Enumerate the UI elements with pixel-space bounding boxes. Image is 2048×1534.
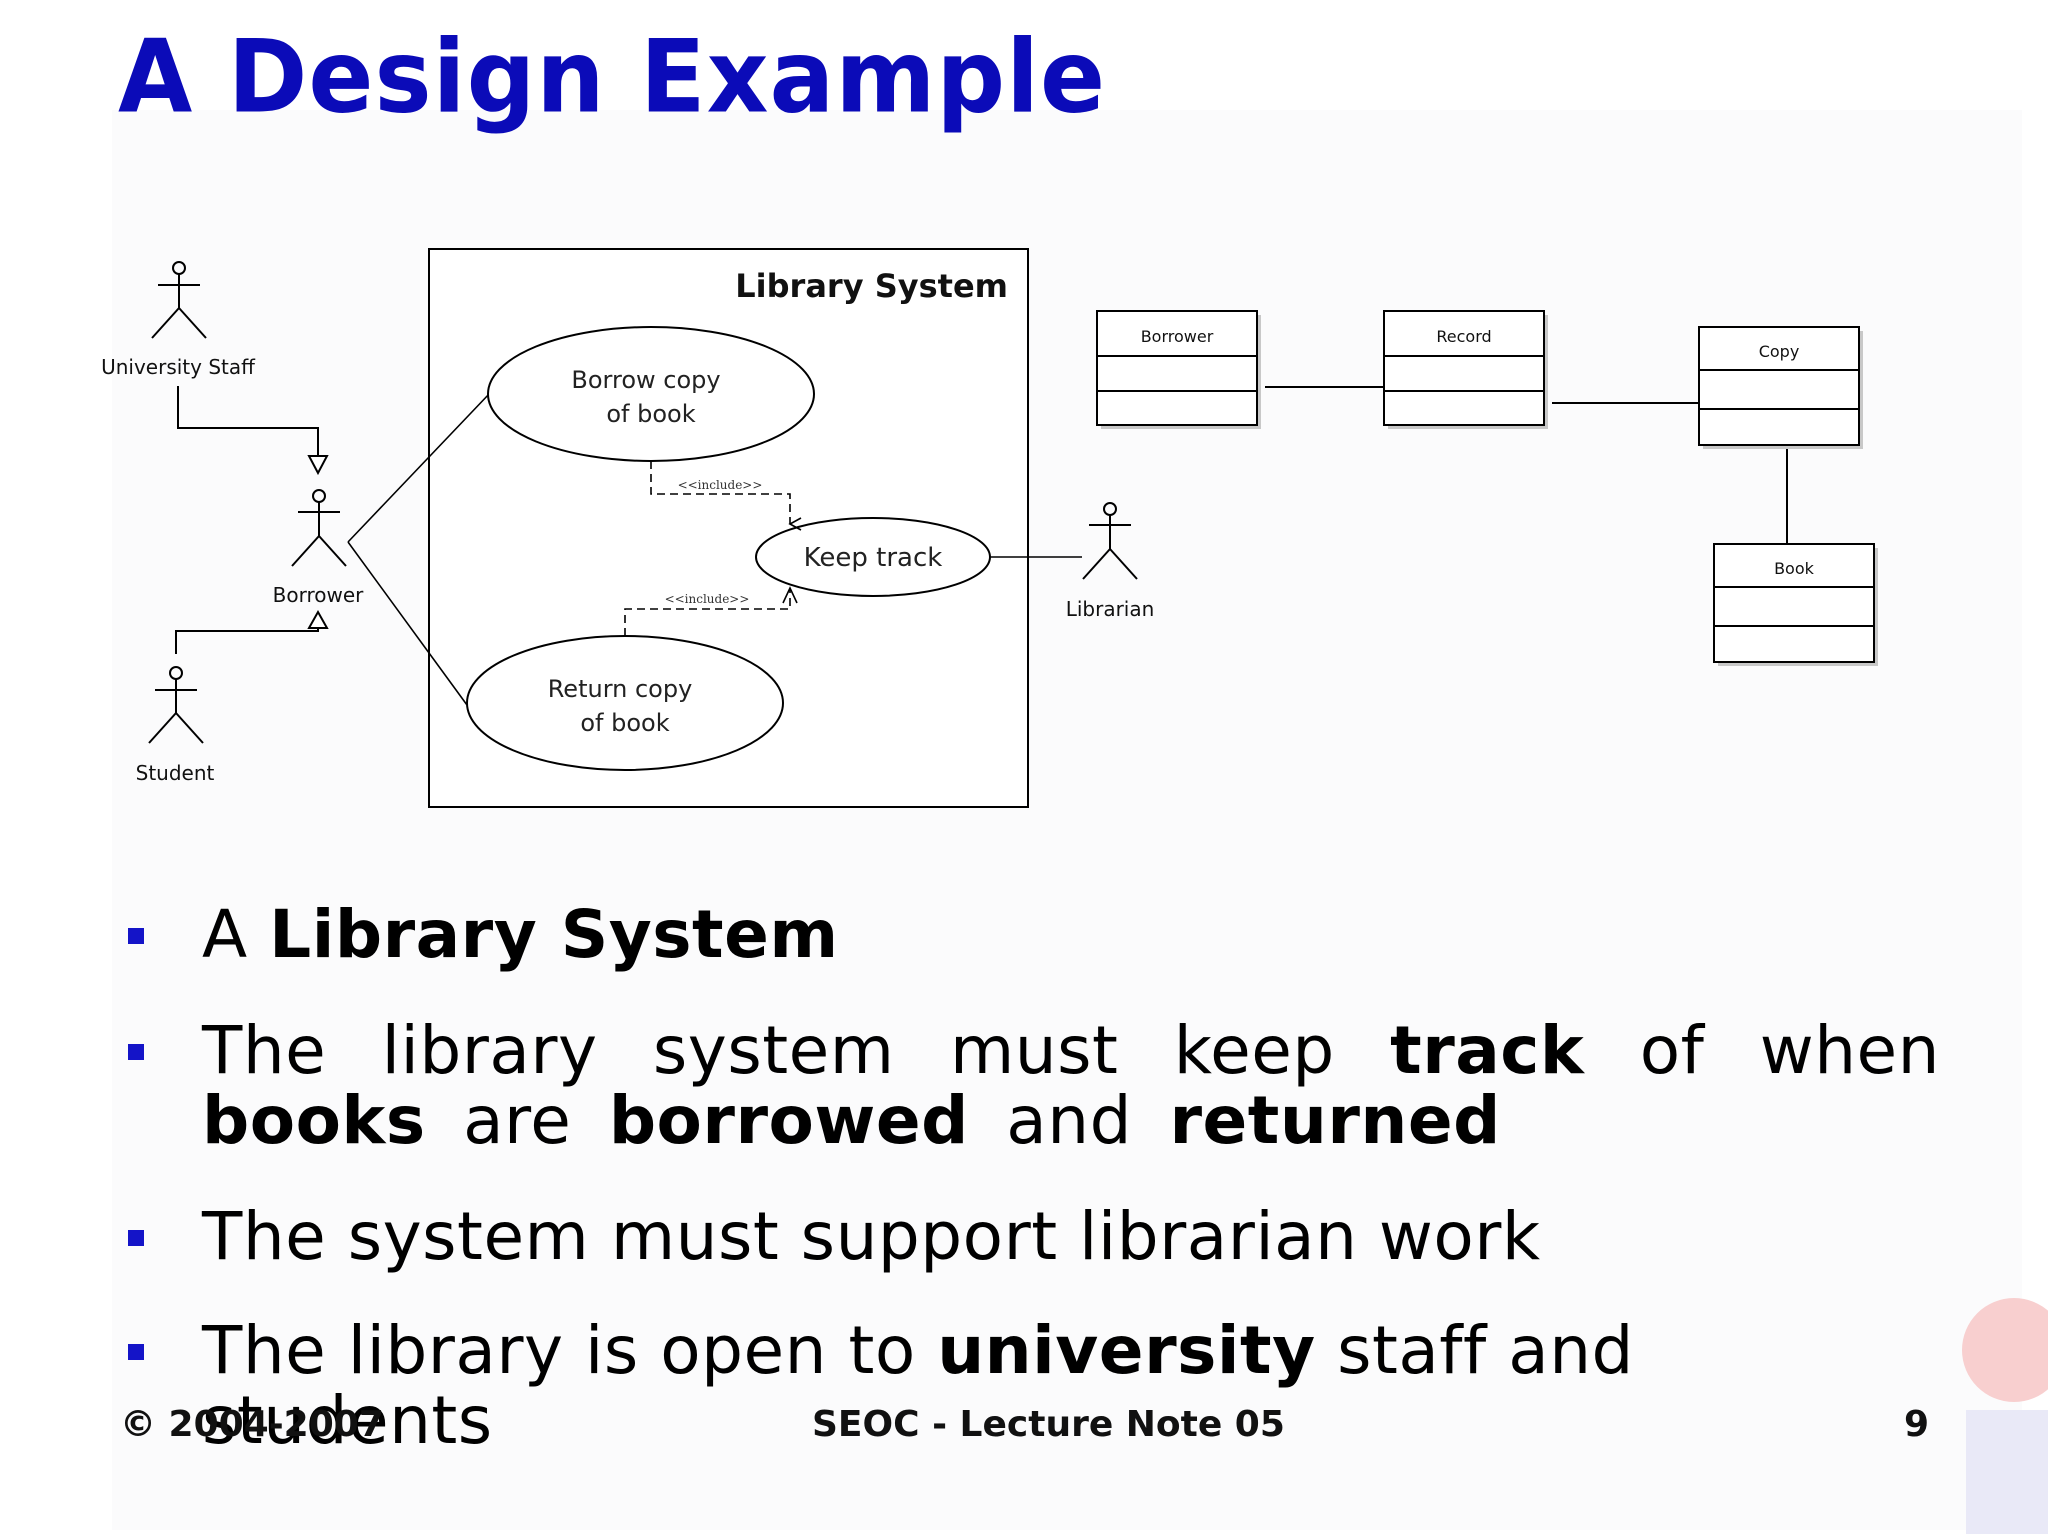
generalization-staff-borrower <box>177 386 329 476</box>
bullet-text: The library is open to university staff … <box>202 1312 1634 1459</box>
bullet-text: A Library System <box>202 896 839 973</box>
class-record: Record <box>1383 310 1548 429</box>
actor-university-staff <box>151 261 207 339</box>
actor-student-label: Student <box>136 761 215 785</box>
bullet-marker <box>128 928 144 944</box>
bullet-text: The library system must keep track of wh… <box>202 1012 1940 1159</box>
actor-borrower <box>291 489 347 567</box>
class-book-name: Book <box>1774 559 1815 578</box>
bullet-list: A Library System The library system must… <box>120 890 1940 1456</box>
decorative-circle <box>1962 1298 2048 1402</box>
actor-university-staff-label: University Staff <box>101 355 256 379</box>
usecase-borrow-copy: Borrow copy of book <box>487 326 815 462</box>
decorative-bar <box>1966 1410 2048 1534</box>
generalization-student-borrower <box>175 609 329 654</box>
include-return-keeptrack: <<include>> <box>624 586 798 636</box>
usecase-return-line1: Return copy <box>548 675 693 703</box>
class-diagram: Borrower Record Copy Book <box>1096 310 1878 666</box>
library-diagram: Library System University Staff Borrower… <box>101 248 1878 808</box>
slide-title: A Design Example <box>118 18 1107 136</box>
include-borrow-keeptrack: <<include>> <box>650 461 802 531</box>
class-borrower-name: Borrower <box>1141 327 1214 346</box>
usecase-return-copy: Return copy of book <box>466 635 784 771</box>
class-copy: Copy <box>1698 326 1863 449</box>
class-book: Book <box>1713 543 1878 666</box>
bullet-item: The library system must keep track of wh… <box>120 1016 1940 1156</box>
bullet-marker <box>128 1344 144 1360</box>
bullet-marker <box>128 1230 144 1246</box>
system-boundary-label: Library System <box>735 267 1008 305</box>
usecase-borrow-line2: of book <box>606 400 695 428</box>
class-borrower: Borrower <box>1096 310 1261 429</box>
class-record-name: Record <box>1436 327 1491 346</box>
bullet-item: A Library System <box>120 900 1940 970</box>
bullet-item: The library is open to university staff … <box>120 1316 1940 1456</box>
include-label-1: <<include>> <box>678 478 763 492</box>
usecase-return-line2: of book <box>580 709 669 737</box>
footer-course: SEOC - Lecture Note 05 <box>812 1404 1285 1445</box>
include-label-2: <<include>> <box>665 592 750 606</box>
actor-librarian-label: Librarian <box>1066 597 1155 621</box>
bullet-item: The system must support librarian work <box>120 1202 1940 1272</box>
actor-librarian <box>1082 502 1138 580</box>
class-copy-name: Copy <box>1759 342 1800 361</box>
bullet-text: The system must support librarian work <box>202 1198 1541 1275</box>
class-associations <box>1265 386 1788 544</box>
footer-page-number: 9 <box>1904 1404 1930 1445</box>
bullet-marker <box>128 1044 144 1060</box>
footer-copyright: © 2004-2007 <box>120 1404 384 1445</box>
actor-borrower-label: Borrower <box>273 583 365 607</box>
usecase-keep-track: Keep track <box>755 517 991 597</box>
usecase-borrow-line1: Borrow copy <box>571 366 720 394</box>
actor-student <box>148 666 204 744</box>
usecase-keep-track-label: Keep track <box>804 543 943 573</box>
association-borrower-usecases <box>347 392 491 706</box>
